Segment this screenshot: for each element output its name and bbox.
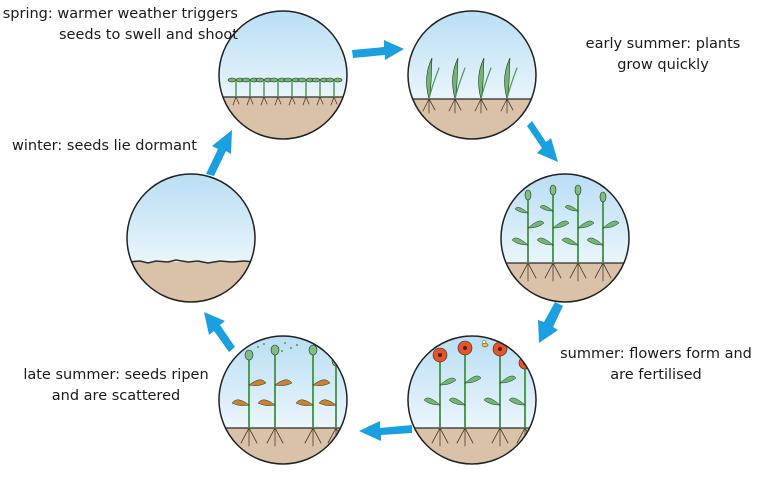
arrow-late-summer-to-winter bbox=[204, 312, 235, 352]
flowering-plant bbox=[448, 340, 482, 447]
label-spring: spring: warmer weather triggers seeds to… bbox=[2, 4, 238, 46]
young-plant bbox=[422, 57, 440, 114]
stage-circle-spring bbox=[218, 10, 348, 140]
label-late-summer: late summer: seeds ripen and are scatter… bbox=[16, 365, 216, 407]
stage-circle-winter bbox=[126, 173, 256, 303]
seed-pod-plant bbox=[257, 344, 293, 447]
flowering-plant bbox=[423, 347, 457, 447]
label-spring-line-1: spring: warmer weather triggers bbox=[2, 6, 238, 22]
arrow-winter-to-spring bbox=[206, 130, 232, 176]
label-early-summer-line-2: grow quickly bbox=[617, 57, 709, 73]
stage-circle-budding bbox=[500, 173, 630, 303]
budding-plant bbox=[511, 189, 545, 282]
label-summer-line-2: are fertilised bbox=[610, 367, 702, 383]
label-early-summer-line-1: early summer: plants bbox=[585, 36, 741, 52]
label-spring-line-2: seeds to swell and shoot bbox=[59, 27, 238, 43]
budding-plant bbox=[561, 184, 595, 282]
label-summer-line-1: summer: flowers form and bbox=[560, 346, 752, 362]
young-plant bbox=[474, 57, 492, 114]
cycle-arrows bbox=[204, 40, 563, 441]
arrow-summer-to-late-summer bbox=[359, 421, 412, 441]
label-late-summer-line-1: late summer: seeds ripen bbox=[23, 367, 209, 383]
seedling bbox=[325, 77, 343, 106]
bee-icon bbox=[481, 340, 489, 348]
young-plant bbox=[448, 57, 466, 114]
stage-circle-early-summer bbox=[407, 10, 537, 140]
budding-plant bbox=[536, 184, 570, 282]
arrow-summer-bud-to-summer bbox=[538, 302, 563, 343]
arrow-early-summer-to-summer-bud bbox=[527, 121, 558, 162]
arrow-spring-to-early-summer bbox=[352, 40, 404, 60]
seed-pod-plant bbox=[295, 344, 331, 447]
stage-circle-late-summer bbox=[218, 335, 348, 465]
label-late-summer-line-2: and are scattered bbox=[51, 388, 181, 404]
label-early-summer: early summer: plants grow quickly bbox=[578, 34, 748, 76]
seedling bbox=[241, 77, 259, 106]
label-winter-line-1: winter: seeds lie dormant bbox=[12, 138, 197, 154]
budding-plant bbox=[586, 191, 620, 282]
label-summer: summer: flowers form and are fertilised bbox=[556, 344, 756, 386]
stage-circle-summer bbox=[407, 335, 537, 465]
seed-pod-plant bbox=[231, 349, 267, 447]
young-plant bbox=[500, 57, 518, 114]
label-winter: winter: seeds lie dormant bbox=[12, 136, 212, 157]
